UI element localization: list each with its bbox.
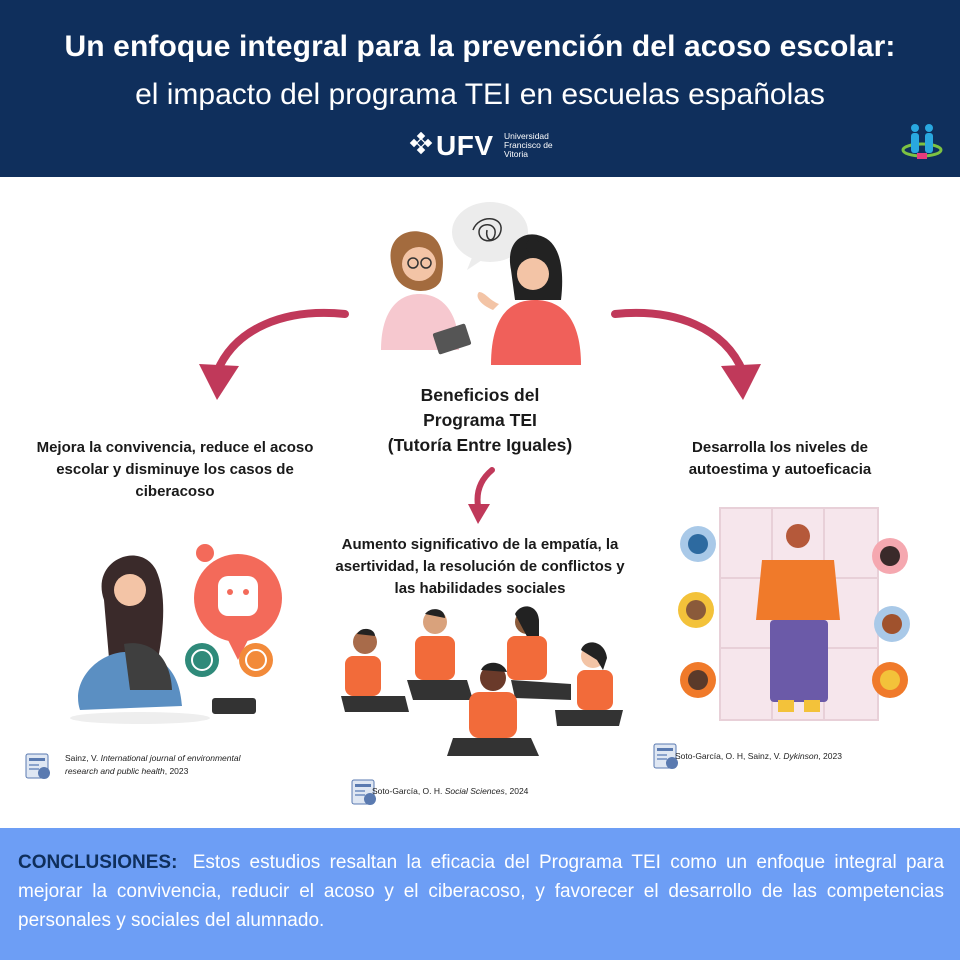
title-line-2: el impacto del programa TEI en escuelas …	[135, 78, 825, 111]
arrow-down-icon	[468, 467, 495, 524]
center-title-line: Beneficios del	[420, 385, 540, 405]
benefit-right: Desarrolla los niveles de autoestima y a…	[688, 439, 872, 478]
citation-journal: Dykinson	[783, 751, 819, 761]
citation-year: , 2024	[504, 786, 529, 796]
citation-year: , 2023	[818, 751, 842, 761]
center-title-line: Programa TEI	[423, 410, 537, 430]
ufv-logo: UFV Universidad Francisco de Vitoria	[408, 130, 568, 162]
arrow-right-icon	[611, 309, 761, 400]
center-title: Beneficios del Programa TEI (Tutoría Ent…	[350, 383, 610, 458]
citation-author: Soto-García, O. H, Sainz, V.	[675, 751, 784, 761]
citation-author: Sainz, V.	[65, 753, 101, 763]
benefit-middle: Aumento significativo de la empatía, la …	[335, 536, 625, 597]
logo-sub-line: Francisco de	[504, 140, 553, 150]
self-esteem-puzzle-illustration	[678, 507, 910, 721]
header-banner: Un enfoque integral para la prevención d…	[0, 0, 960, 177]
bullying-victim-illustration	[70, 542, 282, 724]
tei-logo-icon	[901, 124, 943, 159]
citation-left: Sainz, V. International journal of envir…	[65, 752, 275, 778]
conclusions-text: Estos estudios resaltan la eficacia del …	[18, 852, 945, 931]
ufv-logo-text: UFV	[436, 130, 494, 161]
conclusions-text-block: CONCLUSIONES: Estos estudios resaltan la…	[18, 848, 944, 935]
citation-journal: International journal of environmental r…	[65, 753, 241, 776]
document-icon	[653, 743, 678, 769]
ufv-mark-icon	[409, 132, 433, 155]
citation-journal: Social Sciences	[444, 786, 505, 796]
document-icon	[351, 779, 376, 805]
title-line-1: Un enfoque integral para la prevención d…	[64, 30, 896, 63]
document-icon	[25, 753, 50, 779]
conclusions-banner	[0, 828, 960, 960]
logo-sub-line: Vitoria	[504, 149, 528, 159]
ufv-logo-subtitle: Universidad Francisco de Vitoria	[504, 132, 553, 159]
citation-author: Soto-García, O. H.	[372, 786, 445, 796]
citation-year: , 2023	[164, 766, 189, 776]
logo-sub-line: Universidad	[504, 131, 549, 141]
conclusions-label: CONCLUSIONES:	[18, 852, 178, 873]
center-title-line: (Tutoría Entre Iguales)	[387, 435, 573, 455]
tutoring-conversation-illustration	[381, 202, 581, 365]
benefit-left: Mejora la convivencia, reduce el acoso e…	[36, 439, 314, 500]
students-group-illustration	[341, 606, 623, 756]
citation-right: Soto-García, O. H, Sainz, V. Dykinson, 2…	[675, 750, 915, 763]
arrow-left-icon	[199, 309, 349, 400]
citation-middle: Soto-García, O. H. Social Sciences, 2024	[372, 785, 602, 798]
